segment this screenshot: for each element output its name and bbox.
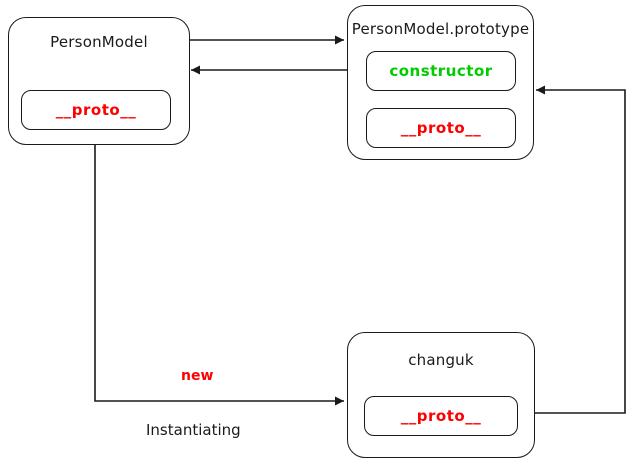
prototype-title: PersonModel.prototype <box>351 20 530 38</box>
prototype-proto-field: __proto__ <box>366 108 516 148</box>
person-model-box: PersonModel __proto__ <box>8 17 190 145</box>
arrow-new-personmodel-to-instance <box>94 145 344 406</box>
instance-proto-field: __proto__ <box>364 396 518 436</box>
instance-title: changuk <box>408 351 474 369</box>
instantiating-edge-label: Instantiating <box>146 421 241 439</box>
prototype-constructor-field: constructor <box>366 51 516 91</box>
prototype-box: PersonModel.prototype constructor __prot… <box>347 5 534 160</box>
new-edge-label: new <box>181 368 214 384</box>
person-model-title: PersonModel <box>50 33 148 51</box>
person-model-proto-field: __proto__ <box>21 90 171 130</box>
instance-box: changuk __proto__ <box>347 332 535 458</box>
arrow-instance-proto-to-prototype <box>517 85 626 414</box>
